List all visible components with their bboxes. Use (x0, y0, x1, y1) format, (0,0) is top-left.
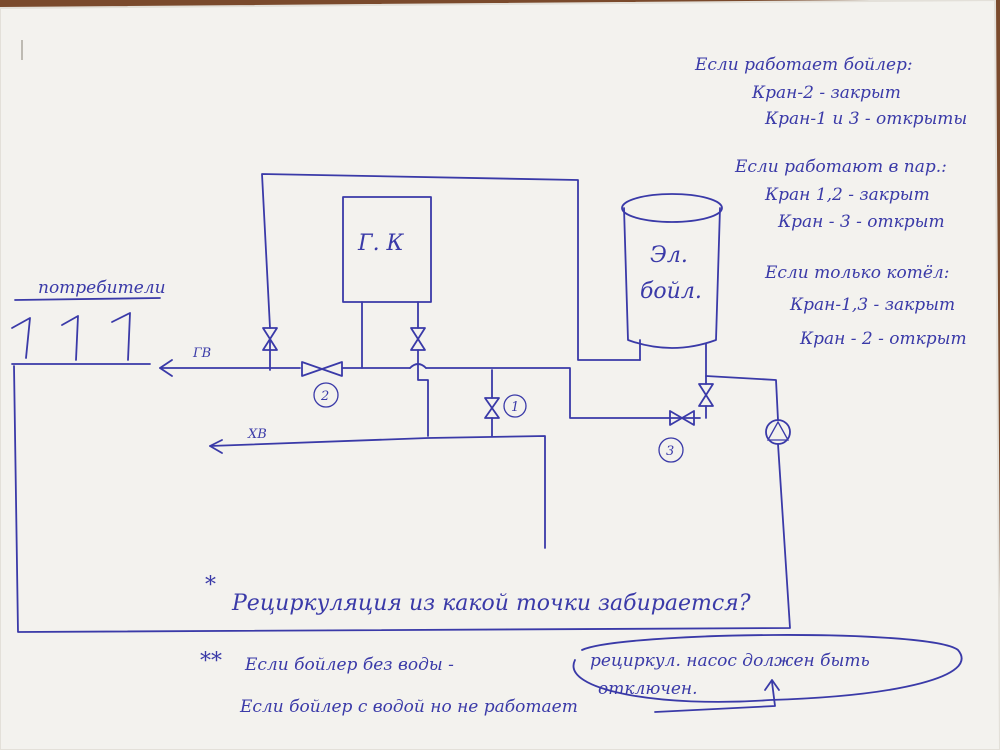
consumers-label: потребители (38, 278, 166, 298)
note-only-boiler-line2: Кран - 2 - открыт (799, 329, 967, 349)
cold-water-pipe (209, 435, 546, 549)
note-only-boiler-title: Если только котёл: (764, 263, 949, 283)
cold-water-arrow-icon (209, 439, 223, 454)
consumers-taps-icon (11, 312, 131, 361)
note-boiler-works-line2: Кран-1 и 3 - открыты (764, 109, 967, 129)
electric-boiler-tank (621, 193, 723, 349)
valve-1-number: 1 (511, 400, 519, 415)
valve-3-icon (669, 410, 695, 426)
note-boiler-works-line1: Кран-2 - закрыт (751, 83, 901, 103)
valve-2-marker (313, 382, 339, 408)
electric-boiler-label-2: бойл. (640, 279, 702, 304)
note-pointer-arrowhead-icon (764, 679, 780, 691)
note-parallel-line2: Кран - 3 - открыт (777, 212, 945, 232)
note-only-boiler-line1: Кран-1,3 - закрыт (789, 295, 955, 315)
note-line1-end: отключен. (598, 679, 698, 699)
note-boiler-works-title: Если работает бойлер: (694, 55, 913, 75)
note-line1-start: Если бойлер без воды - (244, 655, 454, 675)
gas-boiler-label: Г. К (357, 231, 405, 256)
valve-2-number: 2 (320, 389, 329, 404)
top-loop-pipe (261, 173, 641, 361)
note-line2: Если бойлер с водой но не работает (239, 697, 578, 717)
note-parallel-title: Если работают в пар.: (734, 157, 947, 177)
consumers-underline (14, 297, 161, 301)
recirculation-return-pipe (13, 365, 791, 633)
cold-water-label: ХВ (247, 427, 267, 442)
valve-2-icon (301, 361, 343, 377)
note-pointer-arrow (654, 681, 776, 713)
gas-boiler-box (342, 196, 432, 303)
valve-3-marker (658, 437, 684, 463)
recirc-pipe-top (705, 375, 779, 421)
note-marker: ** (200, 649, 222, 674)
question-mark: * (205, 573, 216, 598)
valve-1-marker (503, 394, 527, 418)
valve-3-number: 3 (666, 444, 674, 459)
note-parallel-line1: Кран 1,2 - закрыт (764, 185, 930, 205)
note-line1-emphasis: рециркул. насос должен быть (590, 651, 870, 671)
hot-water-arrow-icon (159, 359, 173, 377)
boiler-feed-pipe (425, 367, 701, 419)
recirculation-question: Рециркуляция из какой точки забирается? (231, 591, 751, 616)
gas-boiler-return (417, 349, 429, 437)
highlight-oval (572, 634, 963, 703)
electric-boiler-label-1: Эл. (650, 243, 688, 268)
hot-water-label: ГВ (192, 346, 211, 361)
